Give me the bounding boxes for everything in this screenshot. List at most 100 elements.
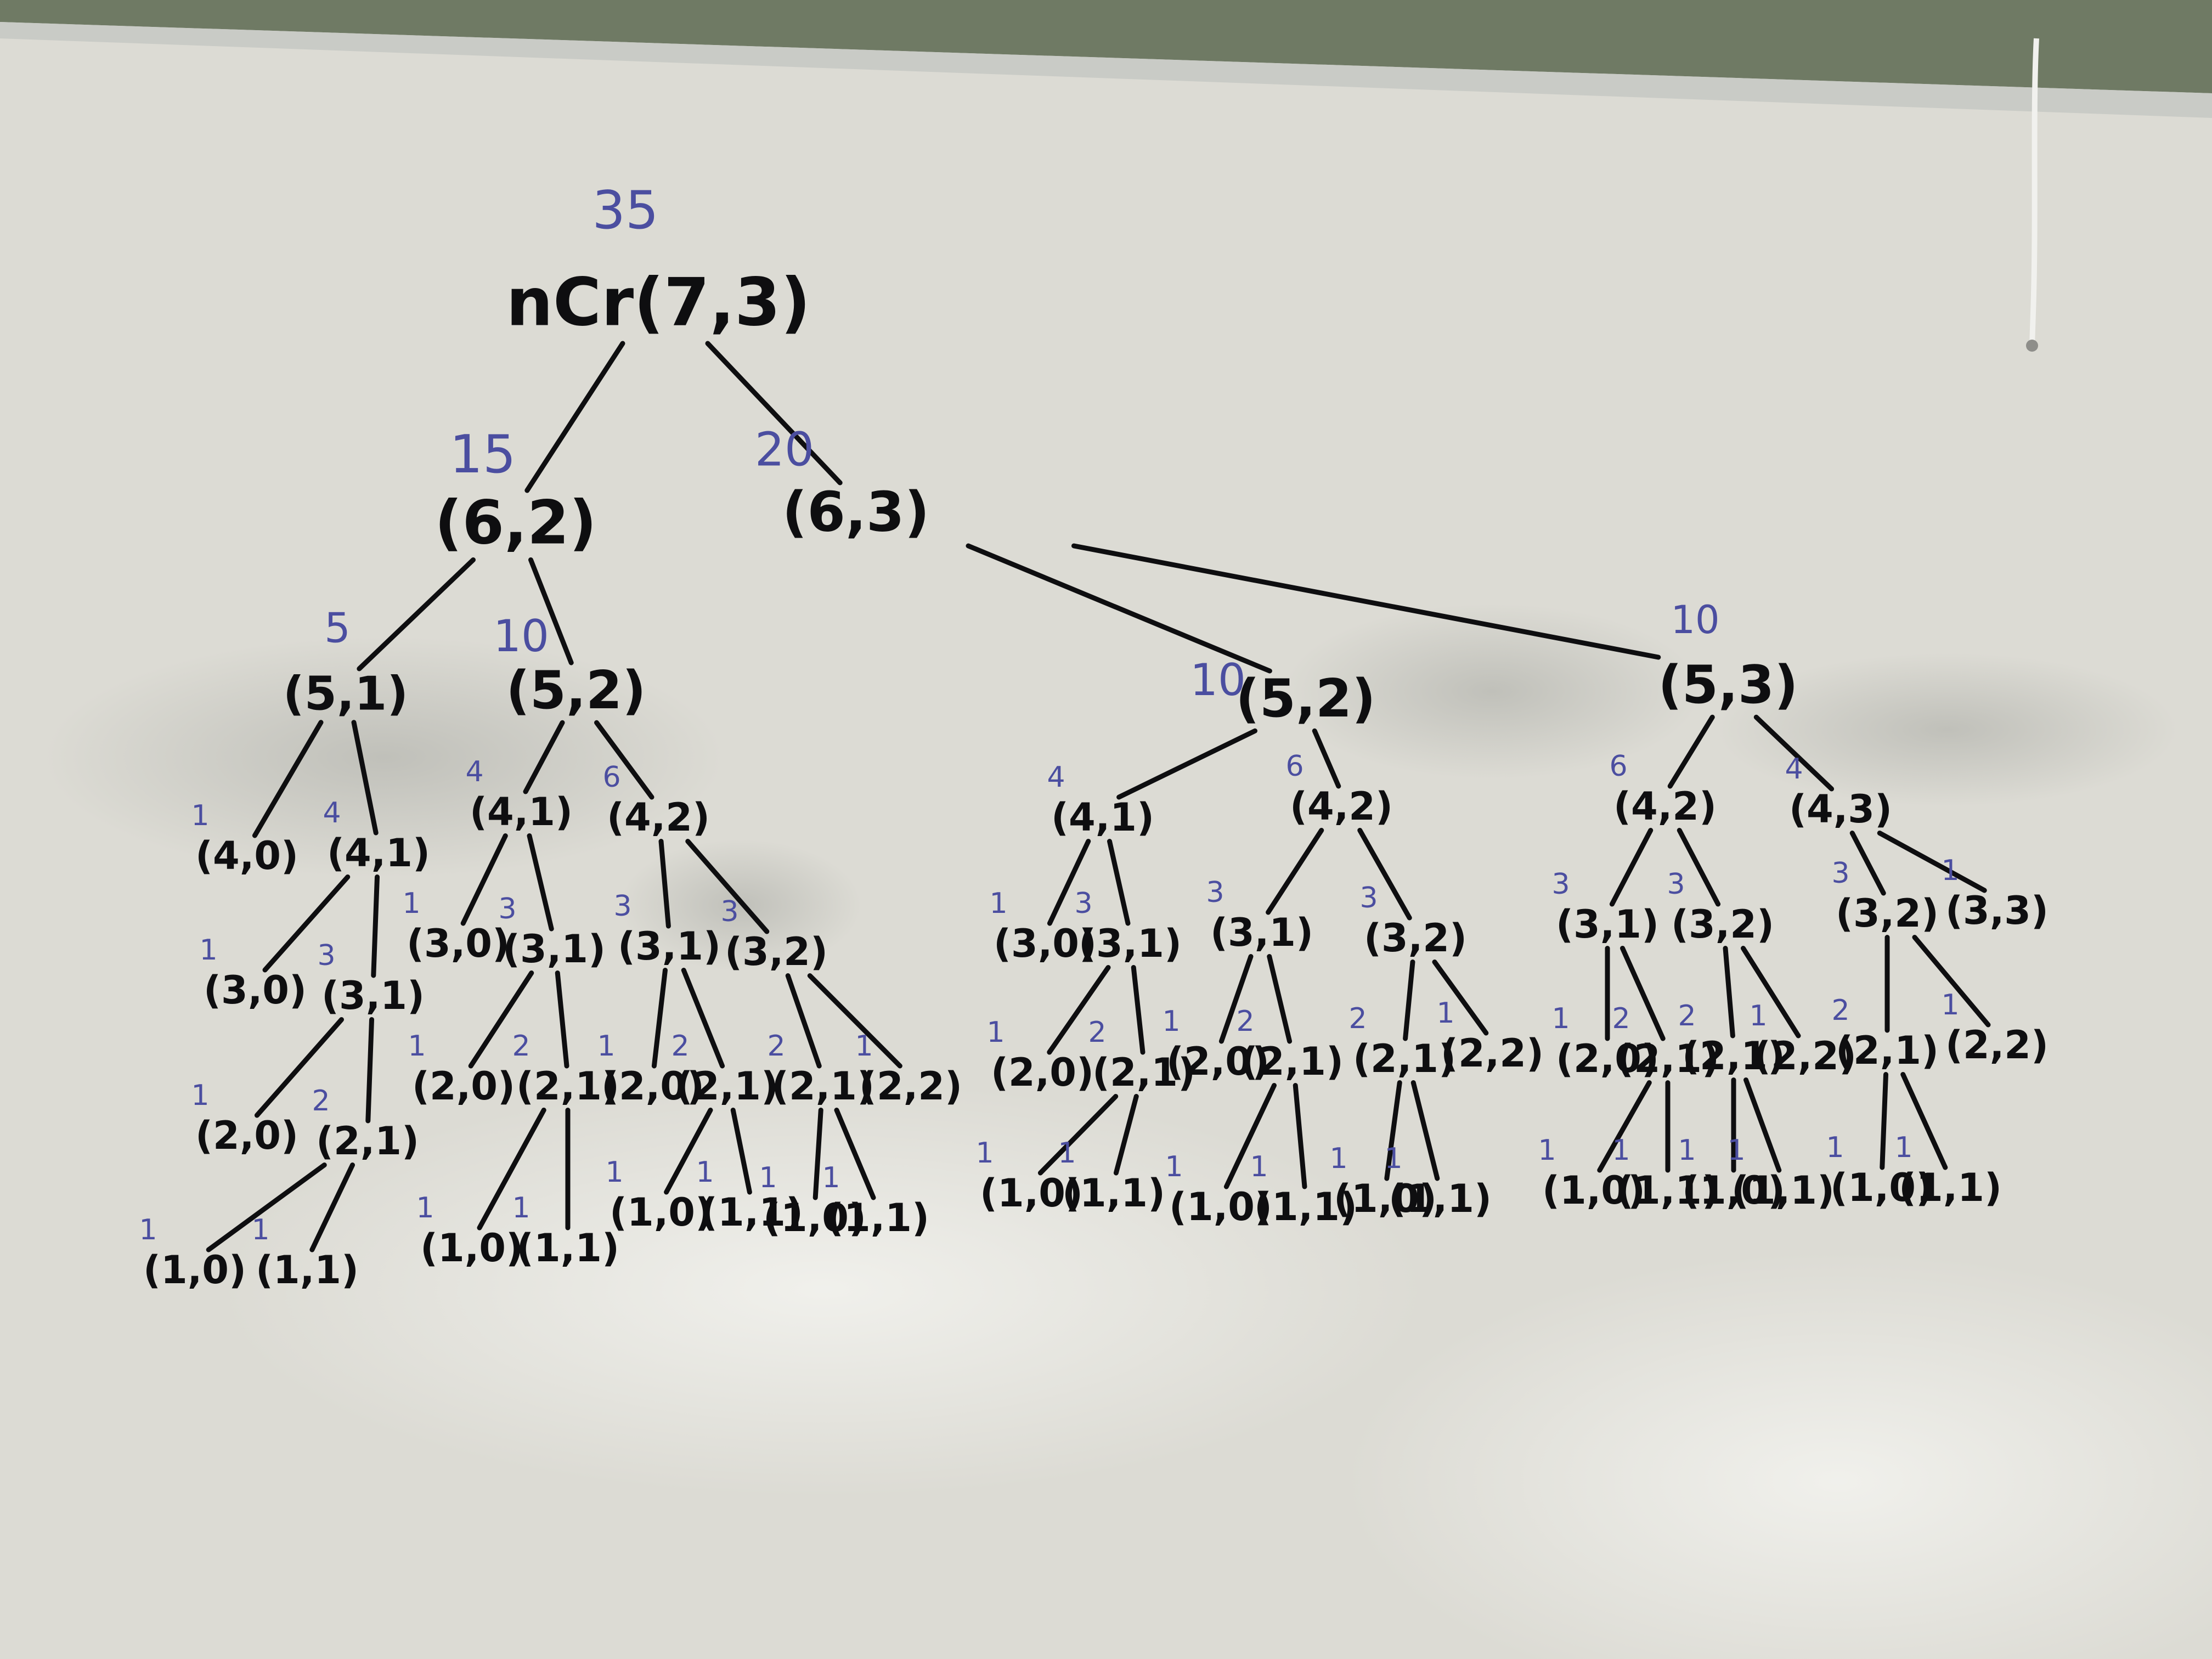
tree-node-label: (2,1) (1092, 1050, 1195, 1095)
tree-edge (1218, 954, 1254, 1044)
tree-node-label: (1,1) (826, 1195, 929, 1240)
tree-node-count: 35 (592, 180, 659, 241)
tree-edge (468, 970, 534, 1069)
tree-edge (966, 543, 1272, 674)
tree-node-label: (2,2) (1441, 1031, 1544, 1076)
tree-edge (1410, 1080, 1440, 1181)
tree-node-count: 2 (1236, 1005, 1254, 1038)
tree-node-count: 10 (1671, 597, 1719, 642)
tree-node-count: 1 (1329, 1142, 1347, 1175)
tree-node-count: 1 (1436, 997, 1454, 1030)
tree-node-count: 3 (1206, 876, 1224, 909)
tree-node-label: (4,2) (1290, 784, 1393, 829)
tree-node-label: (3,0) (407, 921, 510, 966)
tree-edge (1113, 1094, 1139, 1176)
tree-node-label: (4,2) (607, 795, 710, 840)
tree-edge (1597, 1080, 1652, 1173)
tree-node-label: (5,2) (1235, 669, 1375, 729)
tree-node-count: 1 (199, 934, 217, 967)
tree-edge (785, 973, 822, 1069)
tree-edge (1609, 828, 1654, 907)
board-rail (0, 22, 2212, 118)
tree-node-label: (2,1) (1682, 1034, 1785, 1079)
tree-node-label: (5,3) (1658, 655, 1798, 715)
tree-node-label: (1,1) (1254, 1184, 1357, 1229)
tree-node-label: (4,0) (195, 833, 298, 878)
tree-edge (1312, 728, 1341, 789)
tree-edge (1900, 1072, 1948, 1170)
tree-node-count: 2 (1088, 1016, 1106, 1049)
tree-node-label: (2,0) (412, 1064, 515, 1109)
tree-node-label: (6,2) (435, 487, 596, 557)
tree-node-count: 3 (1074, 887, 1092, 920)
tree-edge (1384, 1080, 1402, 1181)
tree-node-count: 4 (1785, 753, 1803, 786)
eraser-smudge (1717, 653, 2178, 806)
tree-node-label: (1,0) (1830, 1165, 1933, 1210)
tree-edge (262, 874, 351, 973)
tree-node-label: (4,2) (1613, 784, 1717, 829)
tree-node-count: 1 (822, 1161, 840, 1194)
tree-node-count: 1 (1250, 1150, 1268, 1183)
tree-edge (594, 720, 654, 800)
tree-edge (460, 833, 508, 926)
tree-edge (527, 833, 554, 932)
tree-edge (357, 557, 476, 672)
tree-node-label: (2,1) (1240, 1039, 1344, 1084)
tree-node-count: 2 (671, 1030, 689, 1063)
tree-edge (1403, 960, 1415, 1041)
tree-node-count: 1 (1727, 1134, 1745, 1167)
tree-node-count: 20 (755, 422, 814, 477)
tree-node-count: 2 (512, 1030, 530, 1063)
tree-node-count: 3 (720, 895, 738, 928)
tree-node-label: (3,2) (725, 929, 828, 974)
tree-node-label: (1,0) (610, 1190, 713, 1235)
tree-node-count: 1 (1941, 989, 1959, 1022)
tree-node-label: (3,0) (204, 968, 307, 1013)
tree-edge (1047, 839, 1091, 926)
tree-node-label: (2,0) (195, 1113, 298, 1158)
tree-node-count: 1 (855, 1030, 873, 1063)
tree-node-count: 4 (465, 755, 483, 788)
tree-edge (206, 1163, 327, 1252)
tree-node-count: 1 (1894, 1131, 1912, 1164)
tree-node-label: (3,3) (1945, 888, 2049, 933)
tree-node-count: 6 (1609, 750, 1627, 783)
eraser-smudge (44, 636, 724, 878)
tree-node-label: (1,0) (1169, 1184, 1272, 1229)
tree-node-count: 1 (408, 1030, 426, 1063)
tree-node-count: 1 (191, 799, 209, 832)
tree-edge (528, 557, 574, 665)
tree-node-label: (1,1) (1899, 1165, 2002, 1210)
tree-node-label: (2,0) (991, 1050, 1094, 1095)
tree-edge (1753, 714, 1835, 792)
tree-edge (1723, 946, 1735, 1039)
tree-node-label: (2,2) (1753, 1034, 1857, 1079)
tree-node-count: 2 (1348, 1002, 1367, 1035)
tree-edge (351, 720, 379, 836)
tree-edge (1293, 1083, 1307, 1189)
tree-edge (658, 839, 671, 929)
tree-edge (371, 874, 380, 978)
tree-node-label: (5,1) (283, 667, 408, 721)
tree-edge (1620, 946, 1666, 1041)
tree-node-label: (3,1) (1556, 902, 1659, 947)
board-frame (0, 0, 2212, 93)
tree-edge (1677, 828, 1721, 907)
tree-node-count: 1 (251, 1214, 269, 1246)
tree-node-label: (3,2) (1836, 891, 1939, 936)
tree-node-count: 1 (1058, 1137, 1076, 1170)
tree-node-label: (5,2) (506, 661, 646, 721)
tree-node-label: (3,0) (994, 921, 1097, 966)
tree-node-label: (6,3) (782, 479, 930, 544)
tree-node-count: 1 (759, 1161, 777, 1194)
tree-node-label: (2,2) (859, 1064, 962, 1109)
tree-node-label: (4,1) (470, 789, 573, 834)
tree-edge (1877, 831, 1987, 893)
tree-edge (681, 968, 725, 1069)
tree-edge (365, 1017, 374, 1124)
tree-node-count: 4 (323, 797, 341, 830)
tree-node-count: 1 (1538, 1134, 1556, 1167)
tree-node-count: 10 (493, 611, 549, 662)
